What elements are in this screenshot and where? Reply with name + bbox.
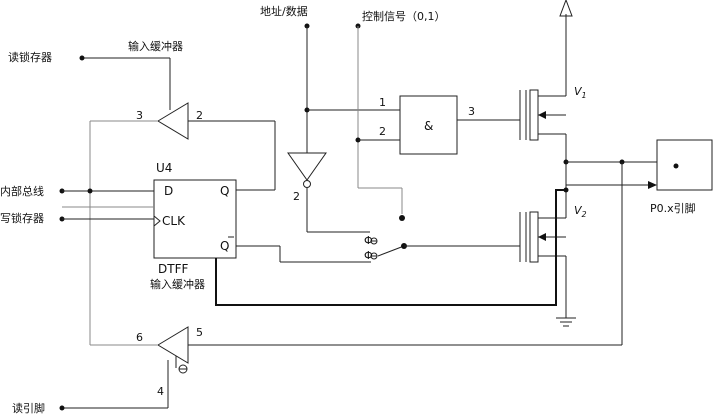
address-data-line [287,23,400,233]
v1-label: V1 [574,85,587,100]
q-output-label: Q [220,184,229,198]
bus-wires [59,188,154,222]
internal-bus-label: 内部总线 [0,184,44,198]
buf2-out-pin: 5 [196,326,203,339]
input-buffer-top-label: 输入缓冲器 [128,39,183,53]
buf1-out-pin: 2 [196,109,203,122]
and-symbol: & [424,119,433,133]
input-buffer-top [79,55,276,345]
inv-out-pin: 2 [293,190,300,203]
d-input-label: D [164,184,173,198]
mux-switch [236,237,520,263]
read-latch-label: 读锁存器 [8,50,52,64]
v2-label: V2 [574,204,587,219]
buf2-en-pin: 4 [157,385,164,398]
input-buffer-bottom-label: 输入缓冲器 [150,277,205,291]
switch-a-label: Φ [364,234,373,247]
output-node [563,159,657,345]
addr-data-label: 地址/数据 [260,4,308,18]
clk-label: CLK [162,214,186,228]
mosfet-v2 [519,200,576,327]
switch-b-label: Φ [364,249,373,262]
buf1-in-pin: 3 [136,109,143,122]
and-gate [399,95,520,155]
and-in2-pin: 2 [379,125,386,138]
input-buffer-bottom [59,326,622,411]
write-latch-label: 写锁存器 [0,211,44,225]
control-signal-line [355,23,405,221]
flipflop-ref: U4 [156,161,172,175]
and-out-pin: 3 [468,105,475,118]
mosfet-v1 [519,0,573,200]
and-in1-pin: 1 [379,96,386,109]
feedback-wire [215,189,566,306]
pin-label: P0.x引脚 [650,201,696,215]
control-signal-label: 控制信号（0,1） [362,9,446,23]
qbar-output-label: Q [220,239,229,253]
read-pin-label: 读引脚 [12,401,45,415]
p0-pin-box [656,139,713,191]
flipflop-type: DTFF [158,262,188,276]
buf2-in-pin: 6 [136,331,143,344]
